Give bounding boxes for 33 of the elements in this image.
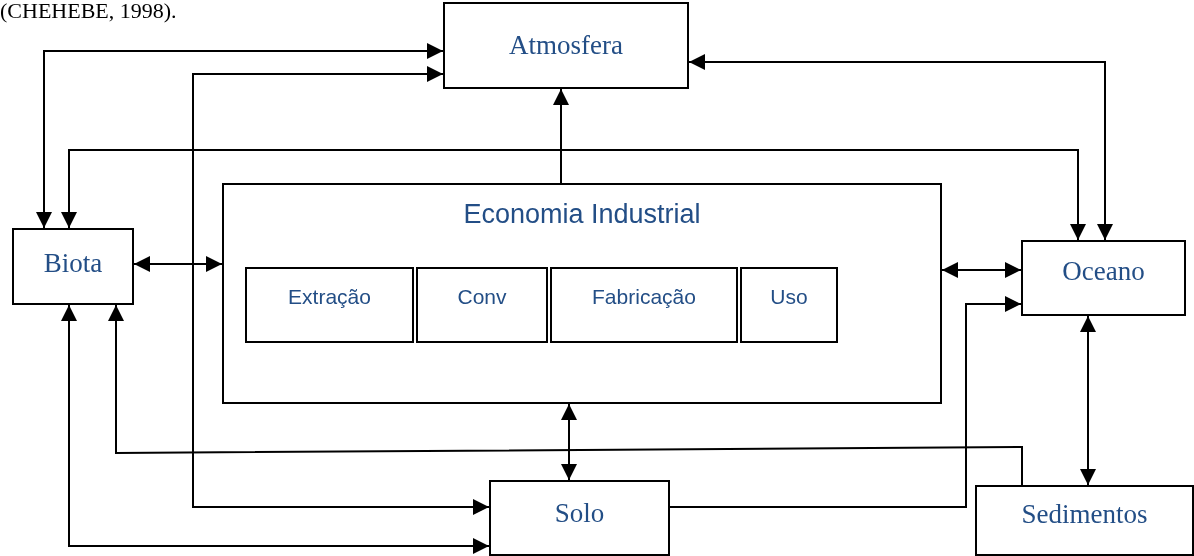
node-label: Extração: [288, 285, 371, 309]
arrow: [1080, 315, 1096, 486]
node-label: Biota: [43, 248, 103, 279]
arrow: [688, 54, 1113, 241]
process-box: [1021, 240, 1186, 316]
node-label: Economia Industrial: [463, 199, 701, 230]
node-label: Conv: [457, 285, 507, 309]
arrow: [61, 304, 490, 554]
process-box: [489, 480, 670, 556]
node-label: Sedimentos: [1021, 499, 1148, 530]
process-box: [975, 485, 1194, 556]
arrow: [133, 256, 223, 272]
node-label: Solo: [554, 498, 605, 529]
process-box: [443, 2, 689, 89]
process-box: [416, 267, 548, 343]
process-box: [740, 267, 838, 343]
citation: (CHEHEBE, 1998).: [0, 0, 177, 24]
node-label: Atmosfera: [509, 30, 623, 61]
node-label: Oceano: [1062, 256, 1145, 287]
arrow: [669, 296, 1022, 508]
node-label: Fabricação: [592, 285, 696, 309]
arrow: [553, 88, 569, 184]
arrow: [192, 66, 490, 515]
arrow: [36, 43, 444, 229]
process-box: [550, 267, 738, 343]
process-box: [12, 228, 134, 305]
process-box: [245, 267, 414, 343]
arrow: [941, 262, 1022, 278]
arrow: [61, 149, 1086, 241]
arrow: [108, 304, 1023, 486]
group-box: [222, 183, 942, 404]
node-label: Uso: [770, 285, 808, 309]
arrow: [561, 403, 577, 481]
